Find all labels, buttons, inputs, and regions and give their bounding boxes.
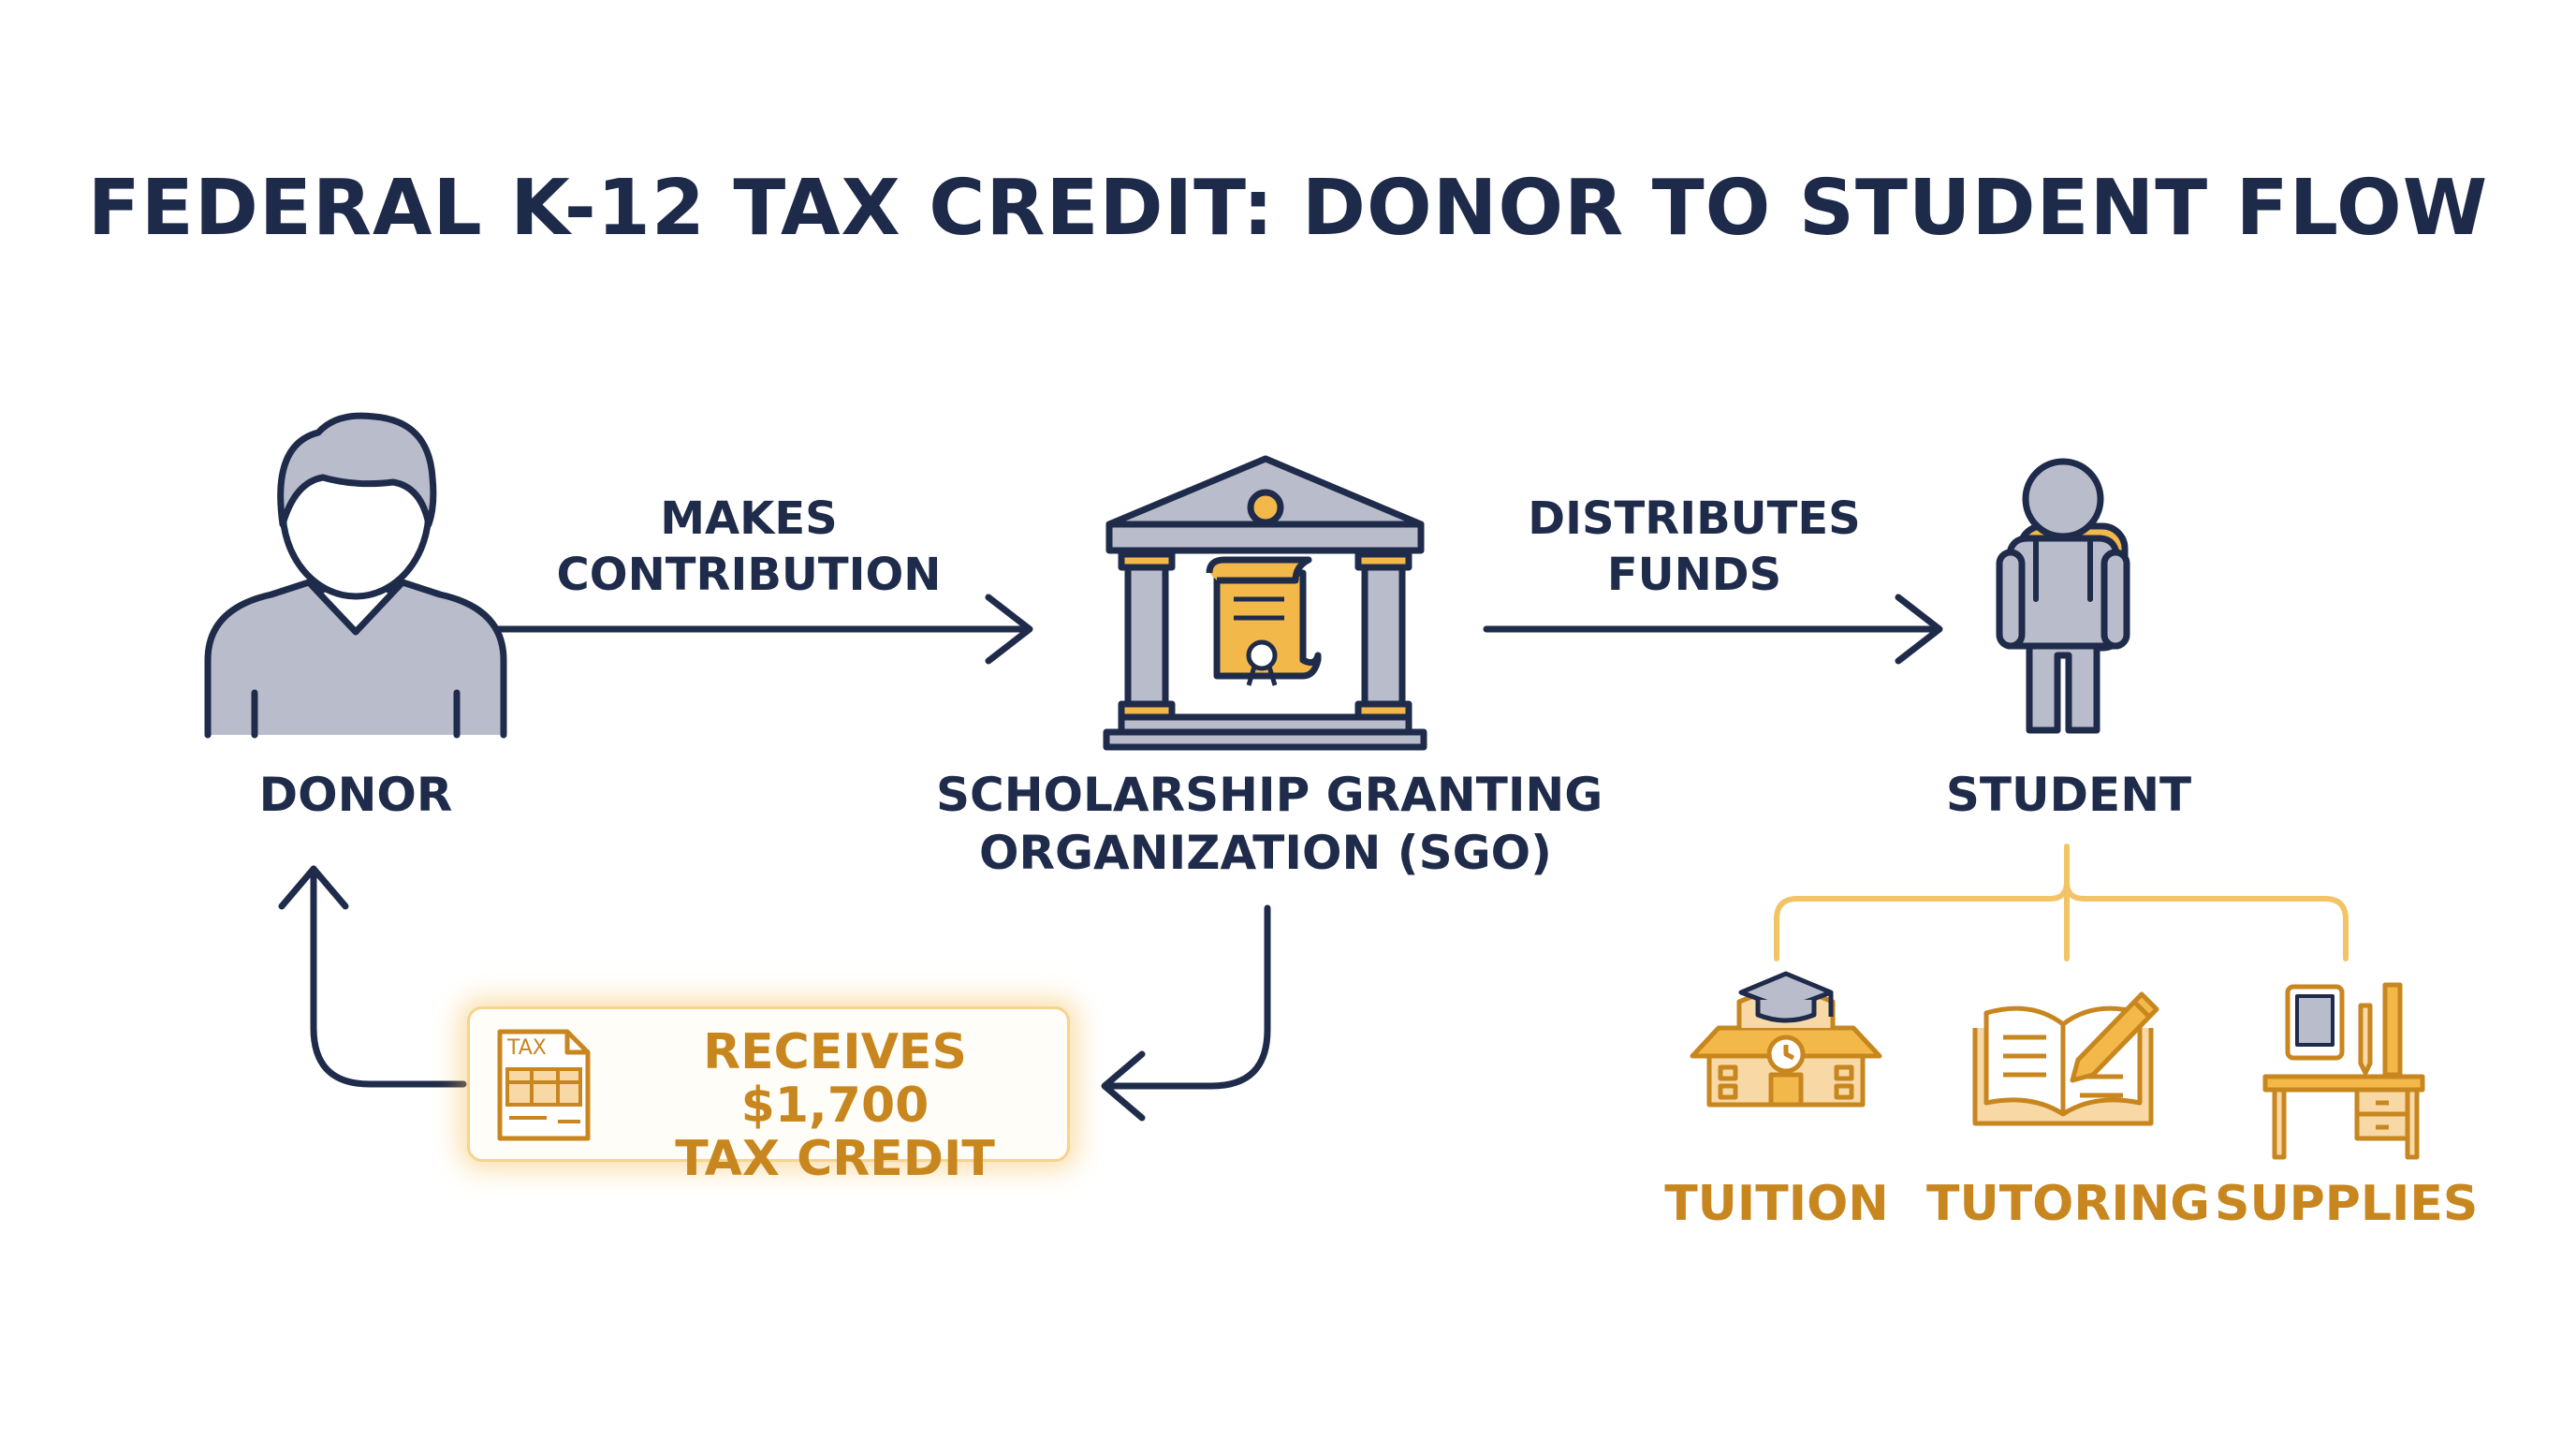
tax-credit-line1: RECEIVES $1,700 [703, 1024, 967, 1135]
distribution-label-line2: FUNDS [1606, 549, 1782, 601]
school-building-icon [1690, 971, 1882, 1108]
use-label-tutoring: TUTORING [1926, 1176, 2210, 1232]
tax-form-label: TAX [506, 1036, 547, 1060]
desk-tablet-icon [2262, 982, 2425, 1160]
contribution-label-line1: MAKES [660, 492, 838, 545]
sgo-label-line2: ORGANIZATION (SGO) [979, 826, 1552, 880]
open-book-pencil-icon [1972, 991, 2159, 1126]
tax-credit-box: TAX RECEIVES $1,700 TAX CREDIT [467, 1006, 1070, 1186]
contribution-arrow [494, 594, 1033, 665]
donor-label: DONOR [258, 768, 453, 822]
uses-bracket [1774, 844, 2349, 961]
tax-form-icon: TAX [497, 1029, 591, 1141]
contribution-label-line2: CONTRIBUTION [556, 549, 942, 601]
student-backpack-icon [1996, 458, 2130, 734]
credit-return-arrow [1101, 904, 1271, 1122]
tax-credit-text: RECEIVES $1,700 TAX CREDIT [610, 1024, 1060, 1188]
sgo-label-line1: SCHOLARSHIP GRANTING [936, 768, 1603, 822]
distribution-label-line1: DISTRIBUTES [1528, 492, 1861, 545]
page-title: FEDERAL K-12 TAX CREDIT: DONOR TO STUDEN… [87, 164, 2489, 253]
person-icon [204, 412, 507, 739]
use-label-supplies: SUPPLIES [2215, 1176, 2479, 1232]
bank-building-icon [1103, 455, 1427, 751]
student-label: STUDENT [1945, 768, 2192, 822]
use-label-tuition: TUITION [1664, 1176, 1889, 1232]
tax-credit-line2: TAX CREDIT [675, 1131, 995, 1188]
distribution-arrow [1483, 594, 1943, 665]
credit-to-donor-arrow [278, 865, 467, 1088]
